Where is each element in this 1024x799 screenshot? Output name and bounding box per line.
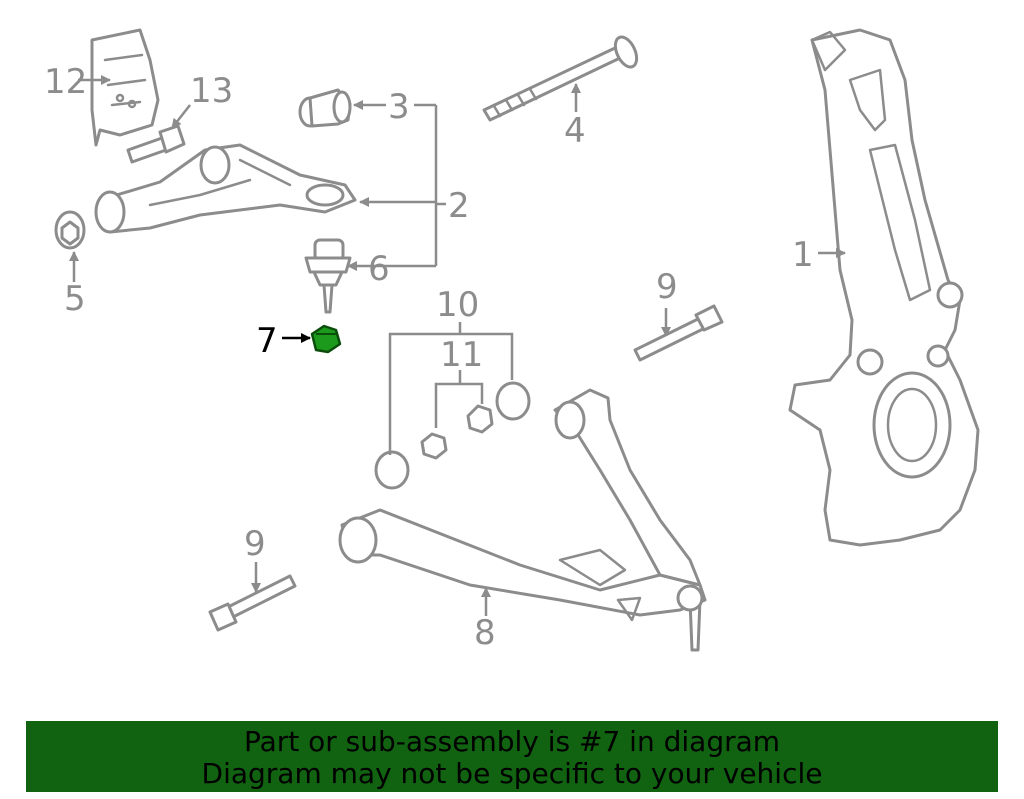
nut-part-7-highlighted[interactable] [310,324,342,354]
callout-5[interactable]: 5 [64,279,86,319]
callout-6[interactable]: 6 [368,249,390,289]
nut-part-11-right[interactable] [466,404,494,434]
upper-control-arm-part-2[interactable] [94,143,357,234]
callout-9-lower[interactable]: 9 [244,524,266,564]
callout-9-upper[interactable]: 9 [656,267,678,307]
callout-11[interactable]: 11 [440,335,483,375]
callout-13[interactable]: 13 [190,71,233,111]
bolt-part-9-upper[interactable] [633,304,724,362]
washer-part-10-left[interactable] [374,450,410,490]
callout-1[interactable]: 1 [792,235,814,275]
callout-4[interactable]: 4 [564,111,586,151]
washer-part-10-right[interactable] [495,381,531,421]
bolt-part-9-lower[interactable] [208,574,297,632]
callout-10[interactable]: 10 [436,285,479,325]
callout-3[interactable]: 3 [388,87,410,127]
parts-diagram: 12 13 3 4 2 5 6 1 9 10 11 8 9 7 [44,28,980,653]
bushing-part-3[interactable] [298,88,352,128]
long-bolt-part-4[interactable] [482,34,641,122]
bracket-shield-part-12[interactable] [90,28,160,147]
lower-control-arm-part-8[interactable] [338,388,707,652]
callout-2[interactable]: 2 [448,186,470,226]
callout-12[interactable]: 12 [44,62,87,102]
leader-lines [69,75,846,616]
nut-part-11-left[interactable] [420,432,448,460]
ball-joint-part-6[interactable] [304,238,352,314]
nut-part-5[interactable] [54,210,86,250]
callout-8[interactable]: 8 [474,613,496,653]
banner-line-2: Diagram may not be specific to your vehi… [201,757,823,790]
info-banner: Part or sub-assembly is #7 in diagram Di… [26,721,998,792]
callouts: 12 13 3 4 2 5 6 1 9 10 11 8 9 7 [44,62,814,653]
steering-knuckle-part-1[interactable] [788,28,980,547]
banner-line-1: Part or sub-assembly is #7 in diagram [243,725,781,758]
callout-7[interactable]: 7 [256,321,278,361]
